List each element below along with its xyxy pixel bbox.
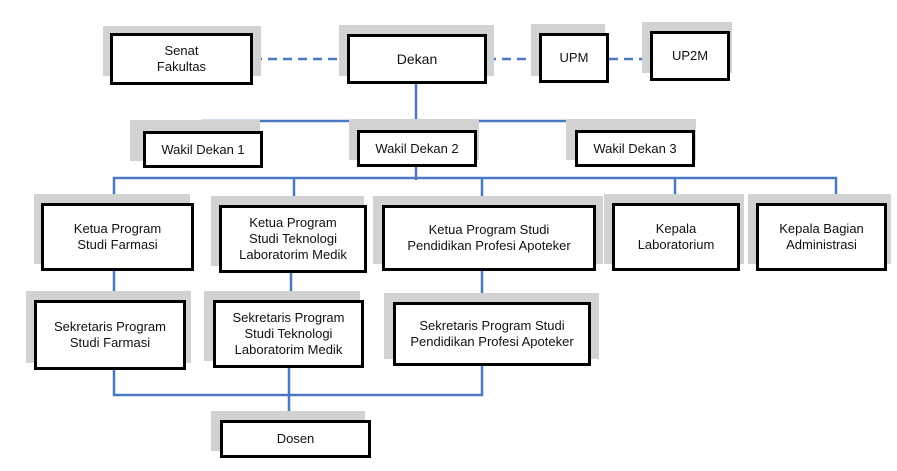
kepala-laboratorium-box[interactable]: Kepala Laboratorium	[612, 203, 740, 271]
dosen-box[interactable]: Dosen	[220, 420, 371, 458]
ketua-program-apoteker-box[interactable]: Ketua Program Studi Pendidikan Profesi A…	[382, 205, 596, 271]
wakil-dekan-1-box[interactable]: Wakil Dekan 1	[143, 131, 263, 168]
dosen-bus	[112, 366, 484, 397]
upm-box[interactable]: UPM	[539, 33, 609, 83]
senat-fakultas-box[interactable]: Senat Fakultas	[110, 33, 253, 85]
wakil-dekan-3-box[interactable]: Wakil Dekan 3	[575, 130, 695, 167]
dekan-box[interactable]: Dekan	[347, 34, 487, 84]
sekretaris-program-apoteker-box[interactable]: Sekretaris Program Studi Pendidikan Prof…	[393, 302, 591, 366]
up2m-box[interactable]: UP2M	[650, 31, 730, 81]
ketua-program-tlm-box[interactable]: Ketua Program Studi Teknologi Laboratori…	[219, 205, 367, 273]
sekretaris-program-tlm-box[interactable]: Sekretaris Program Studi Teknologi Labor…	[213, 300, 364, 368]
kepala-bagian-administrasi-box[interactable]: Kepala Bagian Administrasi	[756, 203, 887, 271]
ketua-program-farmasi-box[interactable]: Ketua Program Studi Farmasi	[41, 203, 194, 271]
programs-bus	[112, 176, 838, 205]
wakil-dekan-2-box[interactable]: Wakil Dekan 2	[357, 130, 477, 167]
sekretaris-program-farmasi-box[interactable]: Sekretaris Program Studi Farmasi	[34, 300, 186, 370]
